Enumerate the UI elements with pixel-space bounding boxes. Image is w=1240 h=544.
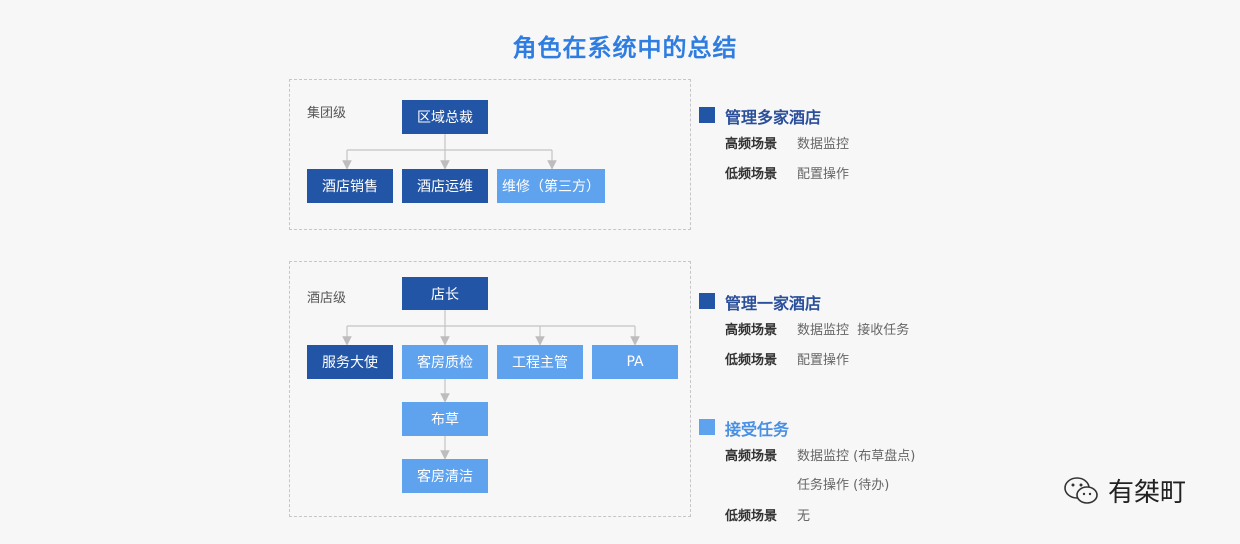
legend-title-multi-hotel: 管理多家酒店 <box>725 108 822 127</box>
node-pa: PA <box>592 345 678 379</box>
legend-high-key: 高频场景 <box>725 323 778 338</box>
group-level-label: 集团级 <box>307 106 347 121</box>
legend-low-value: 配置操作 <box>797 353 850 368</box>
legend-high-key: 高频场景 <box>725 137 778 152</box>
legend-high-value: 数据监控 (布草盘点) <box>797 449 916 464</box>
node-room-cleaning: 客房清洁 <box>402 459 488 493</box>
legend-swatch-receive-task <box>699 419 715 435</box>
wechat-icon <box>1064 477 1098 504</box>
legend-low-key: 低频场景 <box>725 353 778 368</box>
node-service-ambassador: 服务大使 <box>307 345 393 379</box>
legend-high-value-2: 任务操作 (待办) <box>797 478 890 493</box>
legend-swatch-multi-hotel <box>699 107 715 123</box>
hotel-level-box <box>289 261 691 517</box>
legend-high-value: 数据监控 <box>797 137 850 152</box>
legend-low-key: 低频场景 <box>725 167 778 182</box>
page-title: 角色在系统中的总结 <box>512 34 738 62</box>
legend-low-value: 无 <box>797 509 811 524</box>
node-room-inspection: 客房质检 <box>402 345 488 379</box>
node-maintenance: 维修（第三方） <box>497 169 605 203</box>
legend-high-key: 高频场景 <box>725 449 778 464</box>
legend-title-receive-task: 接受任务 <box>725 420 790 439</box>
group-level-box <box>289 79 691 230</box>
watermark-text: 有桀町 <box>1108 478 1187 508</box>
node-engineering-supervisor: 工程主管 <box>497 345 583 379</box>
legend-low-value: 配置操作 <box>797 167 850 182</box>
node-regional-president: 区域总裁 <box>402 100 488 134</box>
legend-high-value: 数据监控 接收任务 <box>797 323 910 338</box>
node-store-manager: 店长 <box>402 277 488 310</box>
legend-low-key: 低频场景 <box>725 509 778 524</box>
node-hotel-ops: 酒店运维 <box>402 169 488 203</box>
node-linen: 布草 <box>402 402 488 436</box>
node-hotel-sales: 酒店销售 <box>307 169 393 203</box>
legend-swatch-single-hotel <box>699 293 715 309</box>
legend-title-single-hotel: 管理一家酒店 <box>725 294 822 313</box>
hotel-level-label: 酒店级 <box>307 291 347 306</box>
